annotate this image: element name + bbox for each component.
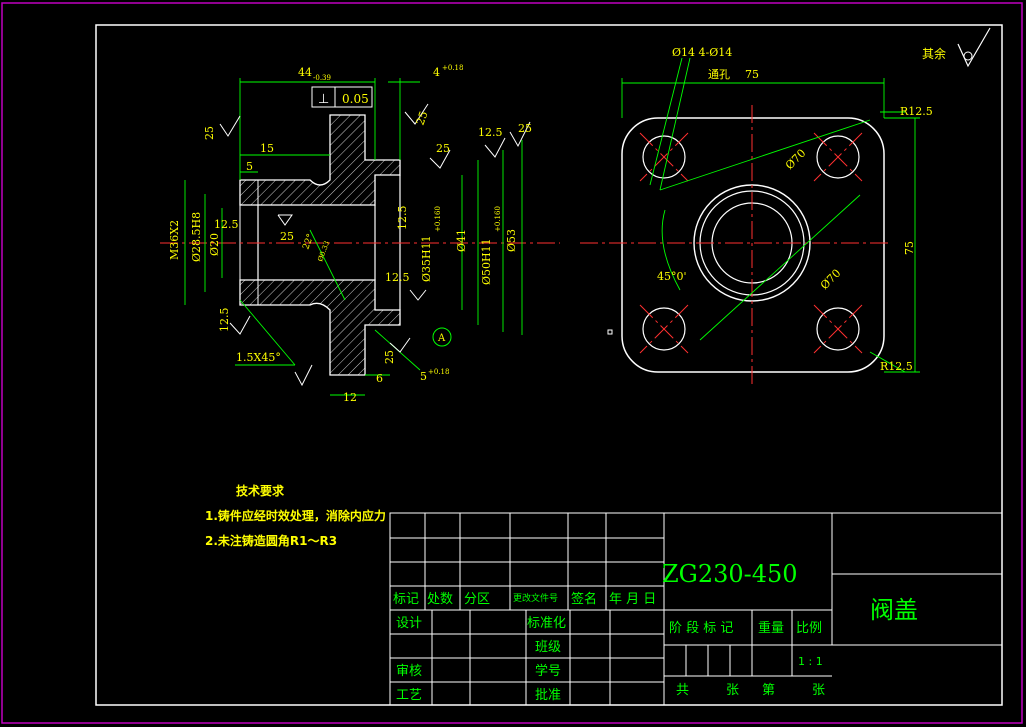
tb-ratio: 比例 — [796, 621, 822, 636]
datum-label: A — [437, 333, 446, 344]
ra-125-a: 12.5 — [478, 126, 503, 139]
tb-header-1: 处数 — [427, 592, 453, 607]
small-marker — [607, 329, 613, 335]
dim-d20: Ø20 — [208, 233, 221, 256]
bolt-hole-tr — [816, 135, 860, 179]
ra-125-c: 12.5 — [396, 206, 409, 231]
notes-line2: 2.未注铸造圆角R1～R3 — [205, 533, 337, 548]
left-roughness-symbols — [219, 103, 531, 387]
perpendicular-symbol-icon: ⊥ — [318, 92, 329, 107]
ra-125-d: 12.5 — [385, 271, 410, 284]
ra-25-a: 25 — [203, 126, 216, 140]
flatness-value: 0.05 — [342, 92, 369, 106]
dim-len5b-tol: +0.18 — [428, 368, 449, 376]
right-centerlines — [580, 105, 890, 385]
ra-25-e: 25 — [280, 230, 294, 243]
dim-d35-tol: +0.160 — [434, 206, 442, 232]
title-block — [389, 512, 1003, 706]
roughness-circle-icon — [963, 51, 973, 61]
dim-r125-b: R12.5 — [880, 360, 913, 373]
tb-weight: 重量 — [758, 620, 784, 636]
dim-d53: Ø53 — [505, 229, 518, 252]
dim-thread: M36X2 — [168, 220, 181, 260]
tb-sheet-no: 第 — [762, 683, 775, 698]
dim-len6: 6 — [376, 372, 383, 385]
dim-holes: Ø14 4-Ø14 — [672, 46, 732, 59]
material-code: ZG230-450 — [662, 560, 798, 588]
dim-len12: 12 — [343, 391, 357, 404]
right-end-view: Ø14 4-Ø14 通孔 75 R12.5 R12.5 Ø70 Ø70 45°0… — [580, 46, 933, 385]
section-body-upper — [239, 114, 401, 206]
dim-len4-tol: +0.18 — [442, 64, 463, 72]
dim-pcd-b: Ø70 — [818, 267, 843, 292]
dim-d285: Ø28.5H8 — [190, 212, 203, 262]
part-name: 阀盖 — [870, 596, 918, 624]
tb-sheet-no2: 张 — [812, 683, 825, 698]
tb-design: 设计 — [396, 616, 422, 631]
dim-d35: Ø35H11 — [420, 235, 433, 282]
dim-d50-tol: +0.160 — [494, 206, 502, 232]
technical-requirements: 技术要求 1.铸件应经时效处理，消除内应力 2.未注铸造圆角R1～R3 — [205, 483, 386, 548]
tb-total: 共 — [676, 683, 689, 698]
dim-angle45: 45°0' — [657, 270, 687, 283]
ra-25-b: 25 — [414, 109, 431, 127]
tb-header-0: 标记 — [393, 592, 419, 607]
tb-standard: 标准化 — [527, 616, 566, 631]
dim-len15: 15 — [260, 142, 274, 155]
dim-len5b: 5 — [420, 370, 427, 383]
flatness-frame — [311, 86, 373, 108]
tb-review: 审核 — [396, 664, 422, 679]
flange-outline — [621, 117, 885, 373]
dim-len44: 44 — [298, 66, 312, 79]
section-body-lower — [239, 279, 401, 376]
bolt-hole-br — [816, 307, 860, 351]
dim-pcd-a: Ø70 — [783, 147, 808, 172]
left-section-view: ⊥ 0.05 A 44 -0.39 4 +0.18 25 25 25 2 — [160, 64, 560, 404]
datum-circle — [432, 327, 452, 347]
tb-student-no: 学号 — [535, 663, 561, 679]
tb-header-5: 年 月 日 — [609, 592, 656, 607]
tb-header-3: 更改文件号 — [513, 592, 558, 604]
roughness-check-icon — [957, 27, 991, 68]
ra-25-d: 25 — [518, 122, 532, 135]
tb-scale: 1 : 1 — [798, 655, 823, 668]
tb-class: 班级 — [535, 640, 561, 655]
dim-len4: 4 — [433, 66, 440, 79]
dim-d50: Ø50H11 — [480, 238, 493, 285]
bolt-hole-bl — [642, 307, 686, 351]
corner-note-label: 其余 — [922, 46, 946, 61]
dim-width75: 75 — [745, 68, 759, 81]
tb-header-4: 签名 — [571, 591, 597, 607]
dim-height75: 75 — [903, 241, 916, 255]
tb-approve: 批准 — [535, 688, 561, 703]
tb-header-2: 分区 — [464, 592, 490, 607]
ra-125-e: 12.5 — [218, 308, 231, 333]
dim-angle: 22° — [301, 233, 316, 251]
right-dimension-lines — [621, 57, 920, 373]
ra-25-c: 25 — [436, 142, 450, 155]
notes-line1: 1.铸件应经时效处理，消除内应力 — [205, 508, 386, 523]
dim-len5: 5 — [246, 160, 253, 173]
dim-chamfer: 1.5X45° — [236, 351, 281, 364]
notes-title: 技术要求 — [236, 483, 285, 498]
dim-r125-a: R12.5 — [900, 105, 933, 118]
dim-len44-tol: -0.39 — [313, 74, 331, 82]
ra-125-b: 12.5 — [214, 218, 239, 231]
title-block-text: ZG230-450 阀盖 标记 处数 分区 更改文件号 签名 年 月 日 设计 … — [393, 560, 918, 703]
tb-stage: 阶 段 标 记 — [669, 621, 733, 636]
ra-25-f: 25 — [383, 350, 396, 364]
tb-process: 工艺 — [396, 688, 422, 703]
dim-through: 通孔 — [708, 68, 730, 81]
dim-d41: Ø41 — [455, 229, 468, 252]
corner-roughness-note: 其余 — [922, 27, 991, 68]
bolt-hole-tl — [642, 135, 686, 179]
tb-sheets: 张 — [726, 683, 739, 698]
left-dimension-lines — [184, 78, 523, 396]
